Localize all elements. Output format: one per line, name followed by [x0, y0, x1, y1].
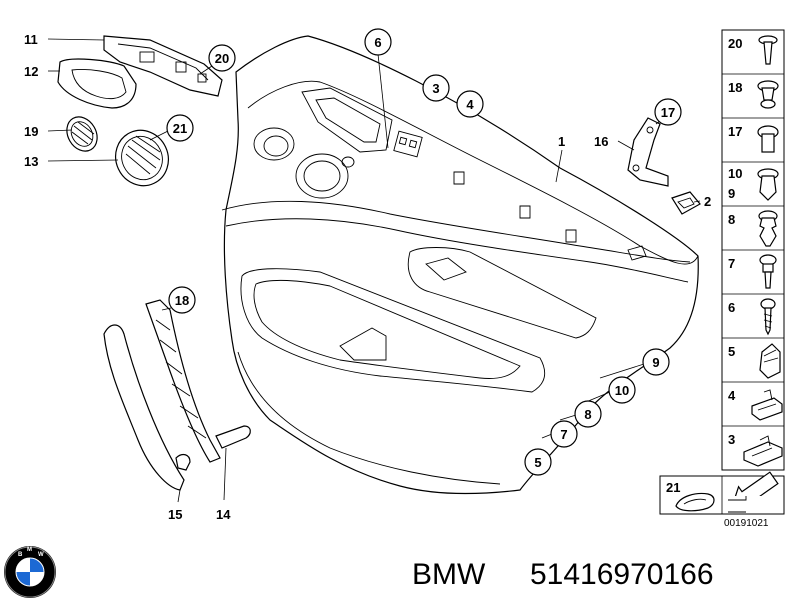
table-no-6: 6	[728, 300, 735, 315]
label-16: 16	[594, 134, 608, 149]
left-part-numbers: 11 12 19 13	[24, 32, 38, 169]
svg-text:M: M	[27, 547, 32, 553]
screw-clip-icon	[759, 254, 777, 289]
table-no-20: 20	[728, 36, 742, 51]
fastener-table: 20 18 17 10 9 8 7 6 5 4 3	[721, 29, 785, 471]
callout-10: 10	[608, 376, 636, 404]
callout-8: 8	[574, 400, 602, 428]
table-no-5: 5	[728, 344, 735, 359]
svg-text:7: 7	[560, 427, 567, 442]
circled-callouts: 20 21 6 3 4 17 18 9 10 8 7 5	[166, 28, 682, 476]
svg-text:B: B	[18, 552, 23, 558]
holder-clip-icon	[743, 435, 783, 467]
handle-carrier	[145, 299, 251, 471]
arrow-symbol-icon	[728, 471, 779, 513]
grab-handle-insert	[57, 58, 137, 109]
table-no-4: 4	[728, 388, 736, 403]
label-12: 12	[24, 64, 38, 79]
label-2: 2	[704, 194, 711, 209]
svg-text:6: 6	[374, 35, 381, 50]
bracket-clip-icon	[751, 389, 783, 421]
bmw-logo-icon: B M W	[4, 546, 56, 598]
svg-text:10: 10	[615, 383, 629, 398]
label-11: 11	[24, 32, 38, 47]
label-19: 19	[24, 124, 38, 139]
footer-brand: BMW	[412, 558, 486, 591]
callout-20: 20	[208, 44, 236, 72]
footer-part-number: 51416970166	[530, 558, 714, 591]
callout-21: 21	[166, 114, 194, 142]
retaining-clip	[671, 191, 701, 215]
table-no-21: 21	[666, 480, 680, 495]
callout-9: 9	[642, 348, 670, 376]
table-no-18: 18	[728, 80, 742, 95]
svg-text:20: 20	[215, 51, 229, 66]
table-no-17: 17	[728, 124, 742, 139]
grille-reference-box: 21	[659, 471, 785, 515]
screw-icon	[760, 298, 776, 336]
handle-trim-strip	[103, 324, 185, 491]
expanding-rivet-icon	[757, 168, 779, 201]
cap-plug-icon	[757, 125, 779, 153]
callout-6: 6	[364, 28, 392, 56]
svg-text:4: 4	[466, 97, 474, 112]
clip-rivet-icon	[757, 80, 779, 109]
table-no-3: 3	[728, 432, 735, 447]
callout-3: 3	[422, 74, 450, 102]
label-13: 13	[24, 154, 38, 169]
push-rivet-icon	[758, 35, 778, 65]
mounting-bracket	[627, 117, 669, 187]
clip-nut-icon	[759, 343, 781, 379]
plain-part-numbers: 1 16 2 15 14	[168, 134, 711, 522]
callout-7: 7	[550, 420, 578, 448]
callout-5: 5	[524, 448, 552, 476]
tweeter-grille	[66, 116, 98, 152]
callout-17: 17	[654, 98, 682, 126]
door-handle-bracket	[103, 35, 223, 97]
svg-text:17: 17	[661, 105, 675, 120]
table-no-8: 8	[728, 212, 735, 227]
svg-text:5: 5	[534, 455, 541, 470]
fir-tree-clip-icon	[758, 210, 778, 247]
table-no-9: 9	[728, 186, 735, 201]
svg-text:8: 8	[584, 407, 591, 422]
svg-text:21: 21	[173, 121, 187, 136]
door-trim-panel	[221, 35, 699, 495]
table-no-7: 7	[728, 256, 735, 271]
svg-text:3: 3	[432, 81, 439, 96]
label-1: 1	[558, 134, 565, 149]
table-no-10: 10	[728, 166, 742, 181]
diagram-code: 00191021	[724, 518, 769, 529]
leader-lines	[47, 38, 701, 503]
grille-part-icon	[675, 492, 715, 512]
label-15: 15	[168, 507, 182, 522]
svg-text:W: W	[38, 552, 44, 558]
speaker-grille	[115, 129, 169, 187]
callout-18: 18	[168, 286, 196, 314]
svg-text:9: 9	[652, 355, 659, 370]
svg-text:18: 18	[175, 293, 189, 308]
callout-4: 4	[456, 90, 484, 118]
label-14: 14	[216, 507, 231, 522]
